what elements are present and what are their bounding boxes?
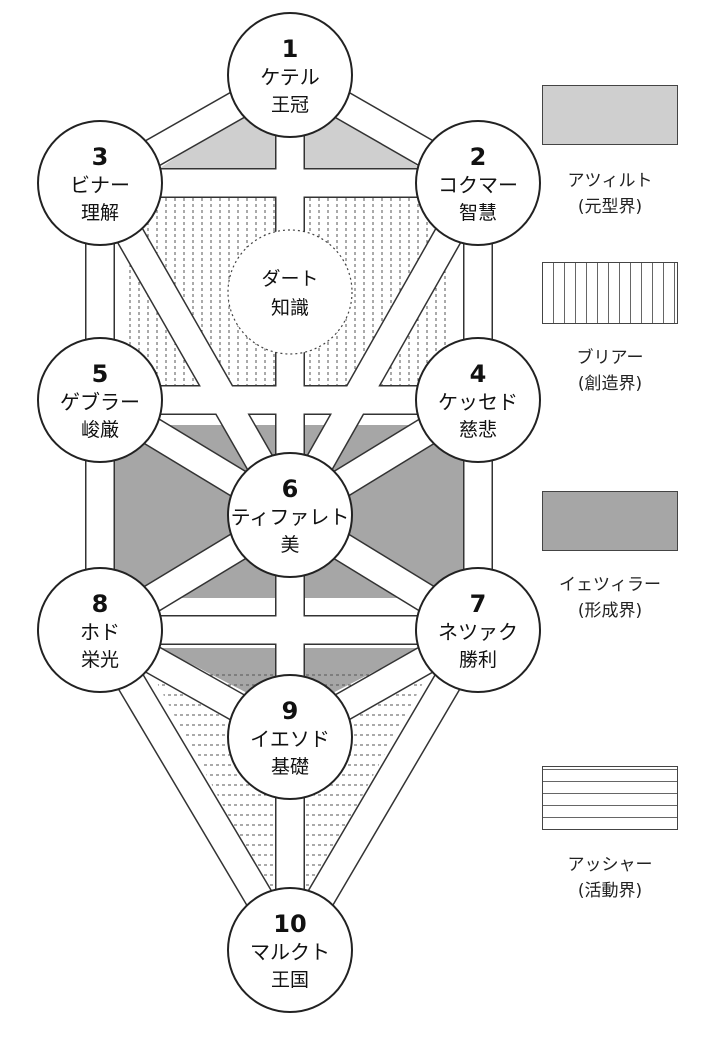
sephirah-name-7: ネツァク — [438, 620, 518, 644]
legend-label-atziluth: アツィルト (元型界) — [542, 168, 678, 220]
sephirah-circle-8 — [37, 567, 163, 693]
sephirah-meaning-8: 栄光 — [81, 649, 119, 671]
legend-name-atziluth: アツィルト — [567, 171, 653, 191]
sephirah-circle-10 — [227, 887, 353, 1013]
sephirah-number-9: 9 — [282, 697, 299, 725]
sephirah-name-1: ケテル — [260, 65, 320, 89]
sephirah-name-3: ビナー — [70, 173, 130, 197]
legend-world-briah: (創造界) — [577, 374, 643, 394]
sephirah-meaning-1: 王冠 — [271, 94, 309, 116]
sephirah-number-6: 6 — [282, 475, 299, 503]
sephirah-circle-9 — [227, 674, 353, 800]
sephirah-number-4: 4 — [470, 360, 487, 388]
daath-circle — [227, 229, 353, 355]
sephirah-meaning-3: 理解 — [81, 202, 119, 224]
legend-name-yetzirah: イェツィラー — [559, 575, 661, 595]
sephirah-name-10: マルクト — [250, 940, 330, 964]
sephirah-name-8: ホド — [80, 620, 120, 644]
legend-name-briah: ブリアー — [576, 348, 644, 368]
sephirah-circle-3 — [37, 120, 163, 246]
sephirah-number-1: 1 — [282, 35, 299, 63]
sephirah-name-9: イエソド — [250, 727, 330, 751]
sephirah-name-6: ティファレト — [231, 505, 350, 529]
sephirah-circle-2 — [415, 120, 541, 246]
sephirah-number-5: 5 — [92, 360, 109, 388]
sephirah-circle-4 — [415, 337, 541, 463]
sephirah-meaning-4: 慈悲 — [459, 419, 497, 441]
daath-meaning: 知識 — [271, 297, 309, 319]
sephirah-meaning-9: 基礎 — [271, 756, 309, 778]
legend-world-yetzirah: (形成界) — [577, 601, 643, 621]
legend-world-atziluth: (元型界) — [577, 197, 643, 217]
legend-label-yetzirah: イェツィラー (形成界) — [542, 572, 678, 624]
sephirah-circle-6 — [227, 452, 353, 578]
path-s3-s6 — [88, 176, 302, 522]
legend-label-assiah: アッシャー (活動界) — [542, 852, 678, 904]
legend-label-briah: ブリアー (創造界) — [542, 345, 678, 397]
legend-swatch-briah — [542, 262, 678, 324]
legend-swatch-assiah — [542, 766, 678, 830]
sephirah-meaning-7: 勝利 — [459, 649, 497, 671]
sephirah-name-5: ゲブラー — [60, 390, 140, 414]
sephirah-meaning-5: 峻厳 — [81, 419, 119, 441]
legend-swatch-yetzirah — [542, 491, 678, 551]
sephirah-number-10: 10 — [273, 910, 306, 938]
sephirah-number-2: 2 — [470, 143, 487, 171]
sephirah-number-7: 7 — [470, 590, 487, 618]
sephirah-circle-1 — [227, 12, 353, 138]
sephirah-name-4: ケッセド — [438, 390, 518, 414]
sephirah-meaning-2: 智慧 — [459, 202, 497, 224]
sephirah-number-8: 8 — [92, 590, 109, 618]
sephirah-circle-5 — [37, 337, 163, 463]
sephirah-circle-7 — [415, 567, 541, 693]
sephirah-meaning-6: 美 — [280, 534, 299, 556]
sephirah-meaning-10: 王国 — [271, 969, 309, 991]
sephirah-number-3: 3 — [92, 143, 109, 171]
sephirah-name-2: コクマー — [438, 173, 518, 197]
legend-world-assiah: (活動界) — [577, 881, 643, 901]
daath-name: ダート — [261, 268, 318, 290]
legend-name-assiah: アッシャー — [567, 855, 653, 875]
legend-swatch-atziluth — [542, 85, 678, 145]
path-s2-s6 — [278, 176, 490, 522]
